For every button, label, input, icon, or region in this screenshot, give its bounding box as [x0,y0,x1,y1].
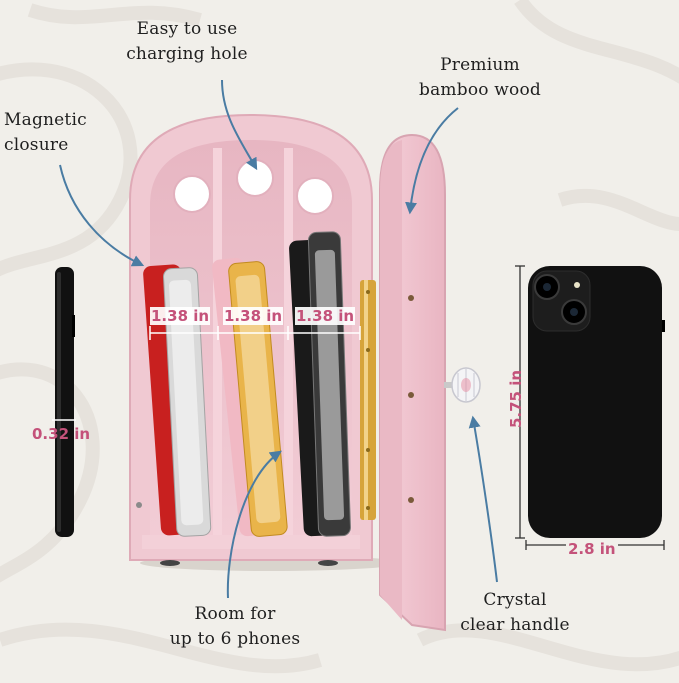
callout-magnetic-line-2: closure [4,135,69,155]
arrow-bamboo [405,107,459,215]
callout-crystal-line-1: Crystal [483,590,547,610]
arrow-room [226,450,282,599]
dimension-lines [52,326,361,421]
callout-bamboo-wood: Premium bamboo wood [405,53,555,103]
callout-magnetic-closure: Magnetic closure [4,108,104,158]
dimension-phone-thickness: 0.32 in [32,425,91,443]
callout-room-line-2: up to 6 phones [169,629,301,649]
dimension-phone-height: 5.75 in [507,369,525,429]
callout-room-for-phones: Room for up to 6 phones [160,602,310,652]
callout-charging-line-1: Easy to use [136,19,238,39]
dimension-slot-2: 1.38 in [223,307,284,325]
callout-room-line-1: Room for [194,604,276,624]
callout-crystal-line-2: clear handle [460,615,570,635]
dimension-slot-3: 1.38 in [295,307,356,325]
callout-magnetic-line-1: Magnetic [4,110,87,130]
callout-crystal-handle: Crystal clear handle [445,588,585,638]
callout-charging-line-2: charging hole [126,44,248,64]
dimension-phone-width: 2.8 in [566,540,618,558]
callout-bamboo-line-2: bamboo wood [419,80,541,100]
stored-phones [143,231,351,537]
charging-holes [173,159,334,215]
phone-back-view [528,266,665,538]
callout-bamboo-line-1: Premium [440,55,520,75]
crystal-handle [444,367,481,403]
arrow-crystal [468,415,498,583]
door [379,133,446,632]
arrow-magnetic [59,164,145,267]
hinge [360,280,376,520]
callout-charging-hole: Easy to use charging hole [117,17,257,67]
phone-side-view [55,267,75,537]
callout-arrows [59,79,498,599]
dimension-slot-1: 1.38 in [150,307,211,325]
arrow-charging [221,79,258,171]
